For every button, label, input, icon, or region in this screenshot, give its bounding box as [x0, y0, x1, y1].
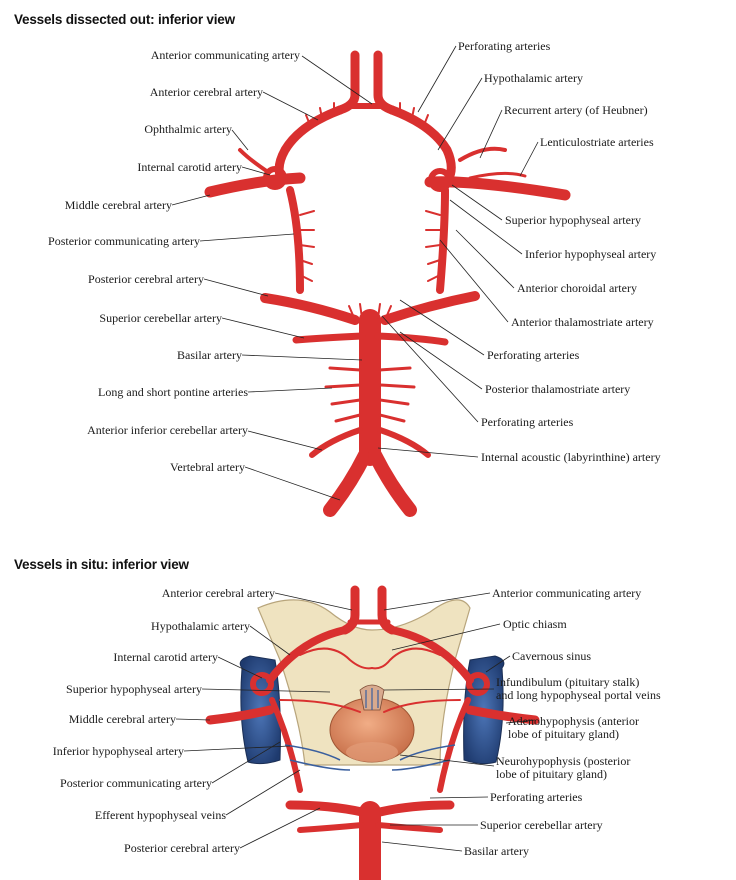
label-internal-acoustic-artery: Internal acoustic (labyrinthine) artery	[481, 450, 661, 464]
label-inferior-hypophyseal-artery: Inferior hypophyseal artery	[525, 247, 657, 261]
label-recurrent-artery: Recurrent artery (of Heubner)	[504, 103, 648, 117]
label-bottom-middle-cerebral-artery: Middle cerebral artery	[68, 712, 176, 726]
label-bottom-anterior-cerebral-artery: Anterior cerebral artery	[161, 586, 275, 600]
label-superior-cerebellar-artery: Superior cerebellar artery	[99, 311, 222, 325]
circle-of-willis-diagram	[204, 50, 571, 517]
label-neurohypophysis: Neurohypophysis (posterior lobe of pitui…	[496, 754, 631, 781]
label-anterior-inferior-cerebellar-artery: Anterior inferior cerebellar artery	[87, 423, 248, 437]
label-bottom-internal-carotid-artery: Internal carotid artery	[113, 650, 218, 664]
label-bottom-superior-cerebellar-artery: Superior cerebellar artery	[480, 818, 603, 832]
label-posterior-cerebral-artery: Posterior cerebral artery	[88, 272, 204, 286]
label-anterior-choroidal-artery: Anterior choroidal artery	[517, 281, 637, 295]
label-efferent-hypophyseal-veins: Efferent hypophyseal veins	[94, 808, 226, 822]
label-superior-hypophyseal-artery: Superior hypophyseal artery	[505, 213, 641, 227]
label-posterior-thalamostriate-artery: Posterior thalamostriate artery	[485, 382, 631, 396]
label-bottom-posterior-cerebral-artery: Posterior cerebral artery	[124, 841, 240, 855]
label-bottom-superior-hypophyseal-artery: Superior hypophyseal artery	[66, 682, 202, 696]
label-bottom-inferior-hypophyseal-artery: Inferior hypophyseal artery	[52, 744, 184, 758]
label-lenticulostriate-arteries: Lenticulostriate arteries	[540, 135, 654, 149]
label-ophthalmic-artery: Ophthalmic artery	[144, 122, 232, 136]
label-bottom-anterior-communicating-artery: Anterior communicating artery	[492, 586, 642, 600]
label-anterior-cerebral-artery: Anterior cerebral artery	[149, 85, 263, 99]
label-cavernous-sinus: Cavernous sinus	[512, 649, 591, 663]
top-figure-title: Vessels dissected out: inferior view	[14, 12, 235, 27]
label-internal-carotid-artery: Internal carotid artery	[137, 160, 242, 174]
label-bottom-basilar-artery: Basilar artery	[464, 844, 529, 858]
label-optic-chiasm: Optic chiasm	[503, 617, 567, 631]
label-infundibulum: Infundibulum (pituitary stalk) and long …	[496, 675, 661, 702]
label-anterior-thalamostriate-artery: Anterior thalamostriate artery	[511, 315, 654, 329]
label-bottom-posterior-communicating-artery: Posterior communicating artery	[60, 776, 212, 790]
label-pontine-arteries: Long and short pontine arteries	[98, 385, 248, 399]
label-anterior-communicating-artery: Anterior communicating artery	[150, 48, 300, 62]
label-vertebral-artery: Vertebral artery	[170, 460, 245, 474]
label-hypothalamic-artery: Hypothalamic artery	[484, 71, 583, 85]
label-perforating-arteries-2: Perforating arteries	[487, 348, 580, 362]
label-adenohypophysis: Adenohypophysis (anterior lobe of pituit…	[508, 714, 639, 741]
label-bottom-perforating-arteries: Perforating arteries	[490, 790, 583, 804]
bottom-figure-title: Vessels in situ: inferior view	[14, 557, 189, 572]
pituitary-in-situ-diagram	[205, 585, 540, 880]
label-perforating-arteries-1: Perforating arteries	[458, 39, 551, 53]
label-middle-cerebral-artery: Middle cerebral artery	[64, 198, 172, 212]
label-perforating-arteries-3: Perforating arteries	[481, 415, 574, 429]
label-posterior-communicating-artery: Posterior communicating artery	[48, 234, 200, 248]
label-bottom-hypothalamic-artery: Hypothalamic artery	[151, 619, 250, 633]
label-basilar-artery: Basilar artery	[177, 348, 242, 362]
leader-lines	[171, 45, 539, 852]
